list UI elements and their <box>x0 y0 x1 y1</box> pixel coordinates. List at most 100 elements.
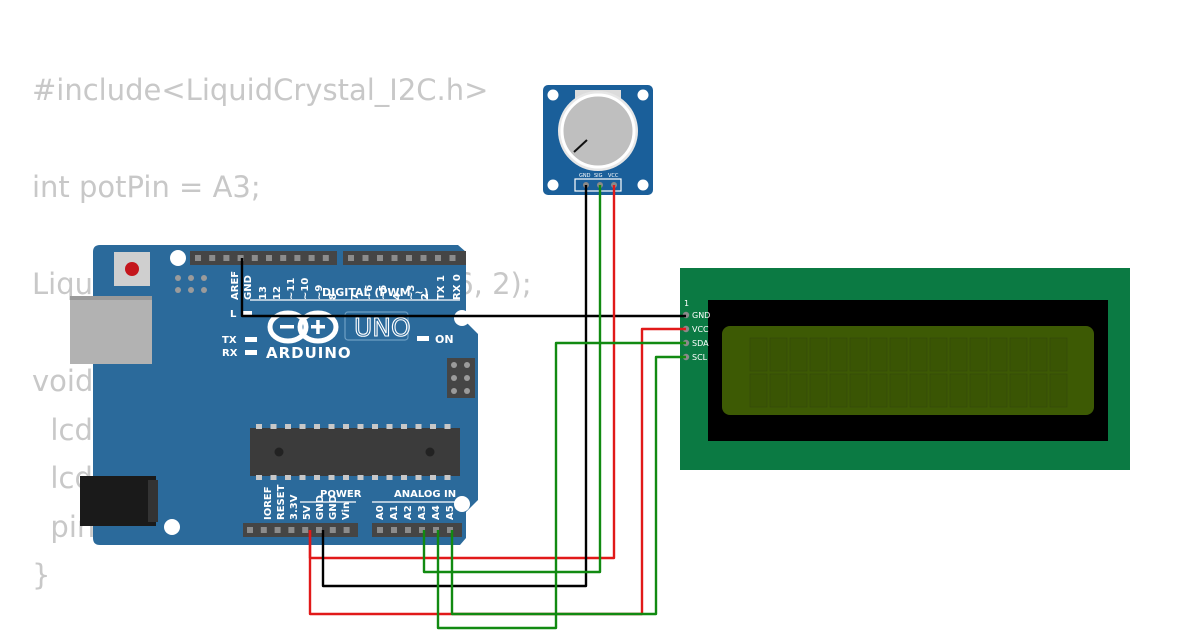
header-hole[interactable] <box>447 527 453 533</box>
header-hole[interactable] <box>420 255 427 261</box>
rx-led-label: RX <box>222 348 238 359</box>
header-hole[interactable] <box>377 527 383 533</box>
digital-pin-label: 2 <box>420 293 431 300</box>
header-hole[interactable] <box>391 527 397 533</box>
chip-pin <box>299 475 306 480</box>
lcd-cell <box>829 373 848 408</box>
digital-pin-label: TX 1 <box>436 275 447 300</box>
lcd-cell <box>769 373 788 408</box>
lcd-cell <box>749 337 768 372</box>
header-hole[interactable] <box>362 255 369 261</box>
header-hole[interactable] <box>237 255 244 261</box>
chip-pin <box>343 475 349 480</box>
pot-pin-sig-label: SIG <box>594 173 603 179</box>
wire-a4-lcd-sda[interactable] <box>436 341 686 630</box>
power-pin-label: 3.3V <box>289 494 300 520</box>
chip-pin <box>256 475 262 480</box>
header-hole[interactable] <box>280 255 287 261</box>
mount-hole <box>164 519 180 535</box>
header-hole[interactable] <box>377 255 383 261</box>
pot-mount-hole <box>637 179 649 191</box>
lcd-cell <box>789 337 808 372</box>
lcd-cell <box>749 373 768 408</box>
mount-hole <box>454 496 470 512</box>
chip-pin <box>430 475 436 480</box>
header-hole[interactable] <box>209 255 216 261</box>
chip-pin <box>285 424 291 429</box>
power-header <box>243 523 358 537</box>
wire-a3-pot-sig[interactable] <box>422 185 602 574</box>
atmega-chip <box>250 428 460 476</box>
wires <box>240 185 686 630</box>
pot-pin-frame <box>574 178 622 192</box>
chip-pins <box>256 424 451 480</box>
power-jack-rim <box>148 480 158 522</box>
header-hole[interactable] <box>260 527 267 533</box>
header-hole[interactable] <box>405 527 411 533</box>
potentiometer-module[interactable]: GND SIG VCC <box>543 85 653 195</box>
chip-pin <box>270 475 277 480</box>
chip-pin <box>430 424 436 429</box>
header-hole[interactable] <box>294 255 301 261</box>
digital-pin-label: 8 <box>328 293 339 300</box>
lcd-cell <box>909 337 928 372</box>
tx-led-label: TX <box>222 335 237 346</box>
header-hole[interactable] <box>266 255 272 261</box>
lcd-cell <box>849 373 868 408</box>
power-pin-label: GND <box>328 495 339 520</box>
header-hole[interactable] <box>435 255 441 261</box>
lcd-cell <box>969 373 988 408</box>
header-hole[interactable] <box>251 255 258 261</box>
chip-pin <box>444 475 451 480</box>
digital-pin-label: ~5 <box>378 285 389 300</box>
header-hole[interactable] <box>322 255 329 261</box>
header-hole[interactable] <box>247 527 253 533</box>
lcd-cell <box>989 373 1008 408</box>
header-hole[interactable] <box>419 527 425 533</box>
chip-pin <box>328 475 335 480</box>
wire-5v-pot-vcc[interactable] <box>308 185 616 560</box>
chip-pin <box>401 424 407 429</box>
lcd-cell <box>849 337 868 372</box>
power-pin-label: RESET <box>276 484 287 520</box>
header-hole[interactable] <box>406 255 412 261</box>
header-hole[interactable] <box>449 255 456 261</box>
lcd-16x2-i2c[interactable]: 1 GND VCC SDA SCL <box>680 268 1130 470</box>
chip-pin <box>285 475 291 480</box>
wire-gnd-pot[interactable] <box>321 185 588 588</box>
lcd-cell <box>809 373 828 408</box>
header-hole[interactable] <box>223 255 230 261</box>
lcd-pin-sda-label: SDA <box>692 339 709 348</box>
power-pin-label: Vin <box>341 502 352 520</box>
header-hole[interactable] <box>343 527 350 533</box>
chip-pin <box>314 424 320 429</box>
header-hole[interactable] <box>329 527 336 533</box>
header-hole[interactable] <box>288 527 295 533</box>
wire-a5-lcd-scl[interactable] <box>450 355 686 616</box>
header-hole[interactable] <box>391 255 398 261</box>
pot-knob[interactable] <box>560 93 636 169</box>
lcd-cell <box>1049 373 1068 408</box>
chip-dot <box>274 447 284 457</box>
header-hole[interactable] <box>433 527 439 533</box>
header-hole[interactable] <box>348 255 354 261</box>
icsp-header-1 <box>175 275 207 293</box>
lcd-cell <box>789 373 808 408</box>
lcd-cell <box>1009 337 1028 372</box>
header-hole[interactable] <box>316 527 322 533</box>
header-hole[interactable] <box>195 255 201 261</box>
chip-dot <box>425 447 435 457</box>
header-hole[interactable] <box>274 527 281 533</box>
code-line: } <box>32 558 51 592</box>
bottom-header-holes <box>247 527 453 533</box>
wire-gnd-lcd[interactable] <box>240 258 686 318</box>
digital-header-holes <box>195 255 456 261</box>
lcd-cell <box>869 373 888 408</box>
header-hole[interactable] <box>308 255 315 261</box>
header-hole[interactable] <box>302 527 309 533</box>
reset-button-cap[interactable] <box>125 262 139 276</box>
